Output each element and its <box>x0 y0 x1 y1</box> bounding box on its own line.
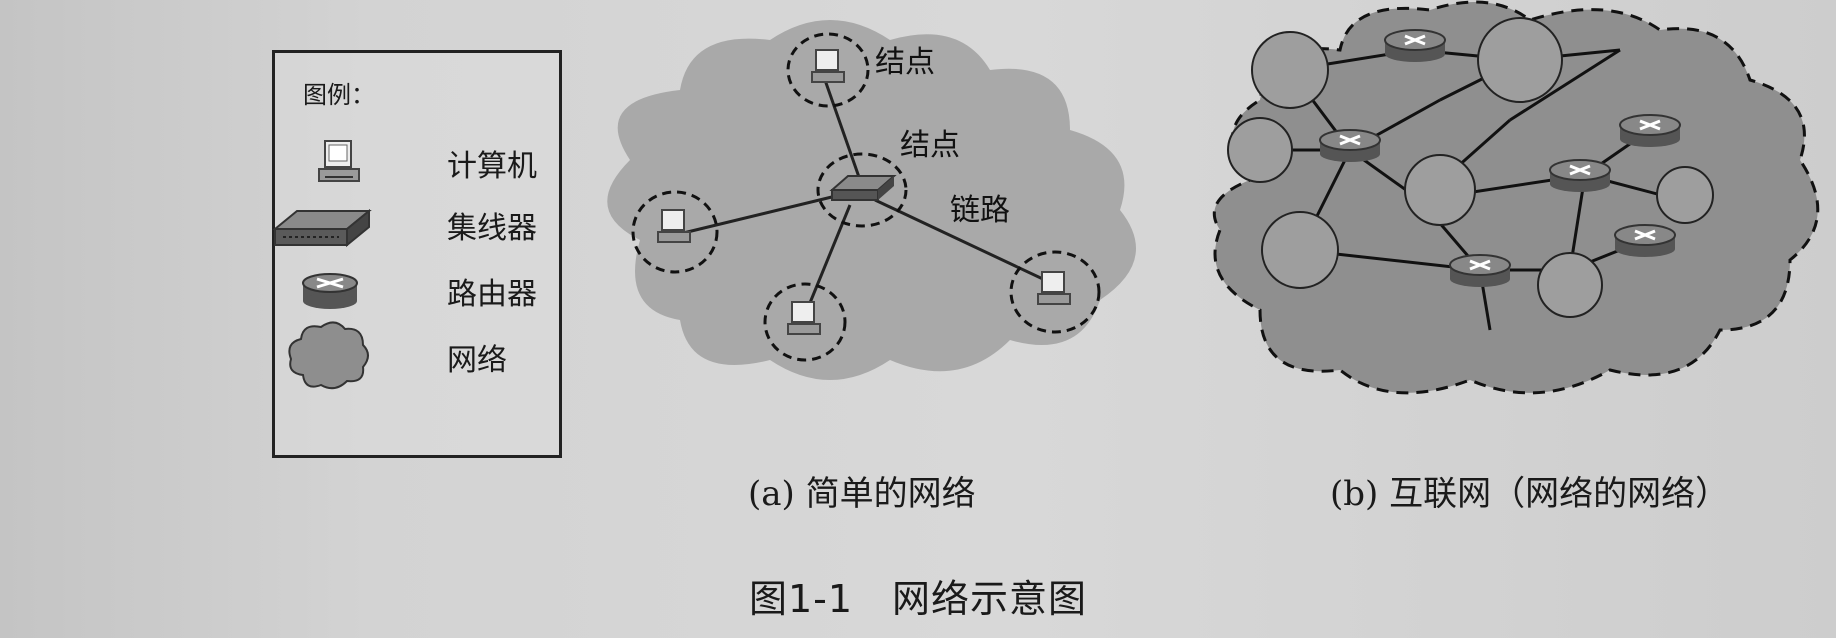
caption-a: (a) 简单的网络 <box>748 474 976 514</box>
internet-outer-cloud <box>1212 0 1820 395</box>
link-hub-left <box>674 193 841 237</box>
computer-icon <box>811 49 845 83</box>
legend-title: 图例： <box>303 81 375 109</box>
link-hub-right <box>874 198 1046 282</box>
network-cloud-icon <box>288 321 369 390</box>
diagram-simple-network: 结点 结点 链路 <box>607 20 1136 380</box>
router-icon <box>1319 129 1381 162</box>
computer-icon <box>318 140 360 182</box>
diagram-internet <box>1212 0 1820 395</box>
computer-icon <box>657 209 691 243</box>
legend: 图例： 计算机 集线器 路由器 网络 <box>272 50 562 458</box>
figure-title: 图1-1 网络示意图 <box>748 577 1088 621</box>
router-icon <box>1384 29 1446 62</box>
router-icon <box>1614 224 1676 257</box>
hub-icon <box>272 208 372 248</box>
hub-icon <box>829 175 897 201</box>
router-icon <box>1449 254 1511 287</box>
router-icon <box>1549 159 1611 192</box>
link-hub-top <box>823 79 862 181</box>
label-node-top: 结点 <box>875 45 935 80</box>
router-icon <box>302 273 358 309</box>
label-link: 链路 <box>950 193 1010 228</box>
legend-label-network: 网络 <box>447 343 507 378</box>
computer-icon <box>787 301 821 335</box>
caption-b: (b) 互联网（网络的网络） <box>1330 474 1730 514</box>
legend-label-computer: 计算机 <box>447 149 537 184</box>
router-icon <box>1619 114 1681 147</box>
legend-label-router: 路由器 <box>447 277 537 312</box>
computer-icon <box>1037 271 1071 305</box>
label-node-center: 结点 <box>900 128 960 163</box>
legend-label-hub: 集线器 <box>447 211 537 246</box>
